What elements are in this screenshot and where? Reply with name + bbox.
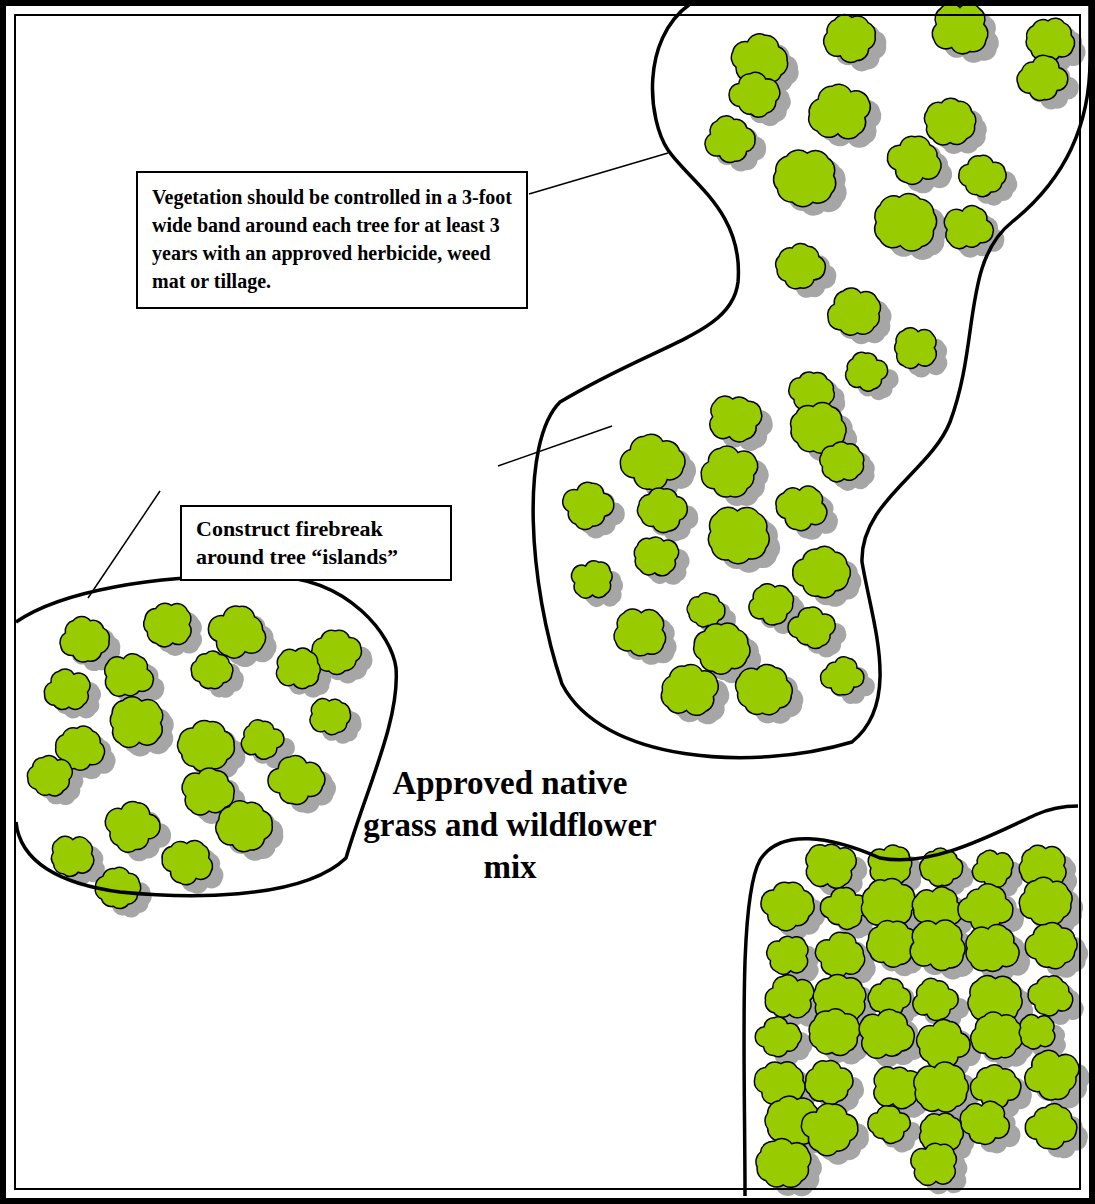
tree-canopy	[241, 720, 284, 760]
tree-canopy	[276, 648, 320, 689]
outer-frame	[3, 3, 1092, 1201]
tree-canopy	[913, 978, 958, 1020]
tree-canopy	[932, 4, 988, 54]
tree-canopy	[687, 593, 725, 627]
tree-canopy	[809, 84, 871, 138]
tree-canopy	[620, 434, 685, 490]
tree-canopy	[867, 921, 919, 968]
left-island-outline	[16, 576, 396, 896]
tree-canopy	[705, 116, 755, 163]
lower-island-outline	[744, 806, 1078, 1196]
tree-canopy	[749, 584, 794, 625]
tree-canopy	[178, 720, 235, 771]
tree-canopy	[310, 698, 351, 734]
leader-line	[88, 491, 160, 598]
tree-canopy	[756, 1139, 811, 1188]
tree-canopy	[105, 654, 154, 697]
tree-canopy	[809, 1009, 860, 1056]
tree-canopy	[801, 1104, 858, 1156]
tree-canopy	[788, 607, 835, 648]
tree-canopy	[960, 1101, 1009, 1144]
leader-line	[498, 426, 612, 466]
tree-canopy	[828, 288, 881, 335]
tree-canopy	[755, 1017, 801, 1057]
tree-canopy	[208, 606, 265, 658]
tree-canopy	[895, 328, 937, 369]
tree-canopy	[1017, 55, 1068, 100]
tree-canopy	[1026, 18, 1074, 61]
tree-canopy	[972, 850, 1013, 888]
tree-canopy	[875, 194, 937, 251]
tree-canopy	[887, 136, 941, 184]
tree-canopy	[268, 756, 325, 805]
tree-canopy	[966, 925, 1019, 972]
tree-canopy	[958, 884, 1013, 932]
tree-canopy	[765, 975, 814, 1018]
tree-canopy	[735, 664, 792, 714]
tree-canopy	[959, 155, 1007, 196]
tree-canopy	[634, 537, 678, 576]
tree-canopy	[637, 488, 687, 533]
tree-canopy	[820, 657, 863, 695]
tree-canopy	[776, 486, 827, 531]
callout-box: Construct firebreak around tree “islands…	[180, 505, 452, 581]
tree-canopy	[1019, 877, 1072, 925]
tree-canopy	[824, 15, 876, 63]
tree-canopy	[793, 546, 851, 597]
tree-canopy	[27, 755, 72, 795]
callout-text: Construct firebreak around tree “islands…	[196, 515, 438, 571]
callout-text: Vegetation should be controlled in a 3-f…	[152, 183, 514, 295]
tree-canopy	[1025, 922, 1077, 968]
tree-canopy	[710, 396, 762, 442]
tree-canopy	[820, 442, 864, 482]
tree-canopies	[27, 4, 1090, 1197]
tree-canopy	[806, 844, 857, 888]
tree-canopy	[162, 840, 212, 884]
tree-canopy	[44, 669, 90, 709]
tree-canopy	[815, 932, 864, 977]
tree-canopy	[924, 98, 975, 145]
tree-canopy	[60, 617, 109, 663]
note-box: Vegetation should be controlled in a 3-f…	[136, 171, 528, 309]
tree-canopy	[776, 244, 826, 289]
leader-lines	[88, 153, 668, 598]
tree-canopy	[846, 352, 888, 391]
tree-canopy	[859, 1009, 914, 1058]
tree-canopy	[971, 1012, 1023, 1059]
tree-canopy	[868, 1106, 911, 1144]
tree-canopy	[1019, 1015, 1055, 1050]
tree-canopy	[761, 882, 814, 930]
tree-canopy	[701, 446, 758, 497]
tree-canopy	[729, 72, 780, 117]
firebreak-outlines	[16, 4, 1090, 1196]
tree-canopy	[563, 482, 614, 529]
tree-canopy	[216, 801, 273, 852]
upper-island-outline	[533, 4, 1090, 758]
tree-canopy	[52, 836, 94, 876]
inner-frame	[15, 15, 1080, 1189]
tree-canopy	[914, 1062, 969, 1112]
leader-line	[529, 153, 668, 194]
tree-canopy	[910, 920, 965, 970]
tree-canopy	[105, 801, 160, 852]
area-label: Approved native grass and wildflower mix	[360, 762, 660, 888]
tree-canopy	[805, 1061, 853, 1105]
tree-canopy	[614, 609, 666, 656]
tree-canopy	[708, 507, 769, 563]
tree-canopy	[944, 205, 993, 248]
tree-canopy	[694, 623, 751, 674]
tree-canopy	[191, 651, 233, 689]
tree-canopy	[144, 603, 192, 647]
tree-canopy	[911, 1143, 957, 1185]
tree-canopy	[1025, 1050, 1079, 1100]
tree-canopy	[773, 150, 835, 207]
tree-canopy	[110, 697, 163, 748]
tree-canopy	[767, 936, 808, 974]
tree-canopy	[661, 664, 718, 715]
tree-canopy	[1028, 976, 1073, 1016]
tree-canopy	[1025, 1104, 1077, 1150]
tree-canopy	[571, 561, 612, 598]
